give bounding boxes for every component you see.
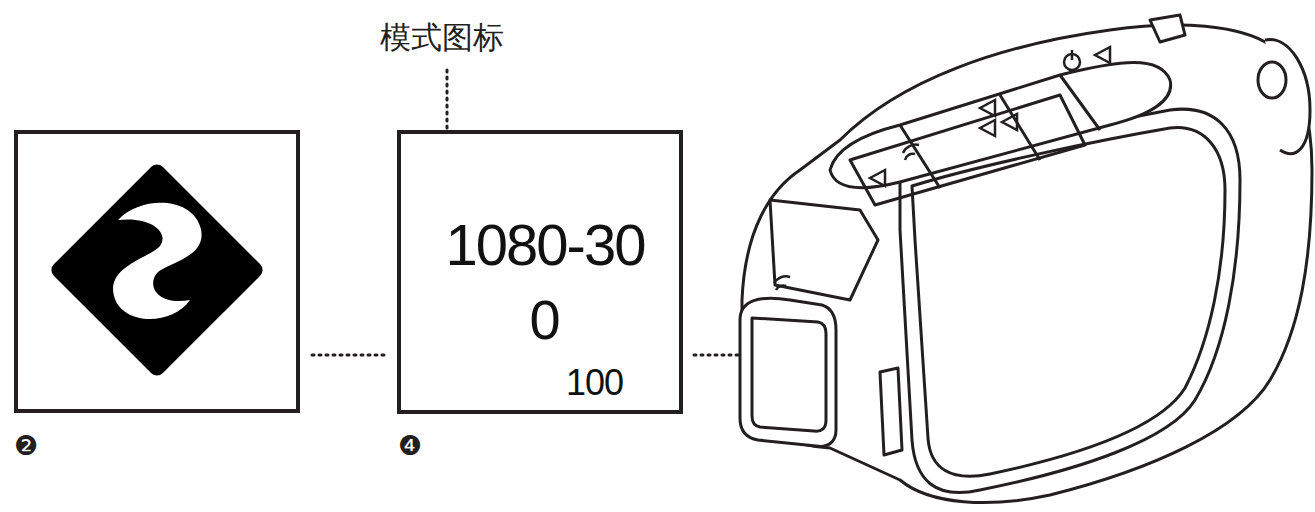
callout-number: ❷ <box>14 432 38 459</box>
button-symbols <box>774 47 1110 290</box>
logo-symbol <box>48 161 266 379</box>
display-screen: 1080-30 0100 <box>397 130 683 414</box>
logo-screen <box>16 132 298 411</box>
callout-number: ❹ <box>398 432 422 459</box>
screen-readout: 0 <box>529 292 560 348</box>
screen-readout: 100 <box>566 365 623 401</box>
camera-body <box>740 15 1312 503</box>
callout-label: 模式图标 <box>380 22 504 53</box>
screen-readout: 1080-30 <box>446 216 645 274</box>
